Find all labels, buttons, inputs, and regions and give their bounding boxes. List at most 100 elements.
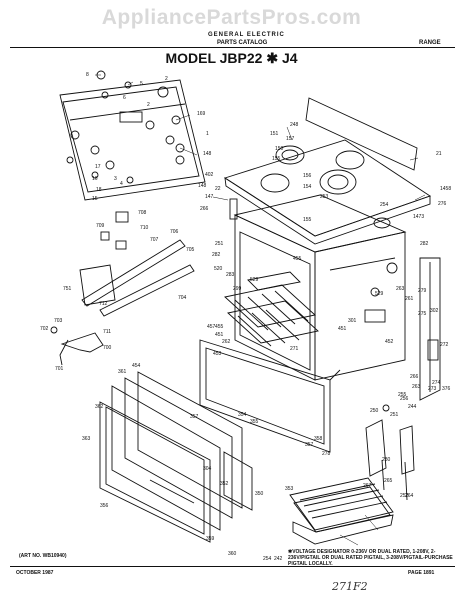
part-number-label: 359 [206, 536, 215, 542]
part-number-label: 254 [263, 556, 272, 562]
part-number-label: 264 [405, 493, 414, 499]
part-number-label: 363 [82, 436, 91, 442]
part-number-label: 250 [370, 408, 379, 414]
cooktop [223, 97, 432, 245]
part-number-label: 454 [132, 363, 141, 369]
part-number-label: 705 [186, 247, 195, 253]
part-number-label: 16 [92, 176, 98, 182]
part-number-label: 248 [290, 122, 299, 128]
part-number-label: 350 [255, 491, 264, 497]
part-number-label: 17 [95, 164, 101, 170]
part-number-label: 529 [375, 291, 384, 297]
part-number-label: 700 [103, 345, 112, 351]
voltage-footnote: ✱VOLTAGE DESIGNATOR 0-236V OR DUAL RATED… [288, 549, 453, 567]
part-number-label: 3 [114, 176, 117, 182]
part-number-label: 356 [100, 503, 109, 509]
part-number-label: 1 [206, 131, 209, 137]
part-number-label: 702 [40, 326, 49, 332]
brand-name: GENERAL ELECTRIC [208, 32, 285, 38]
door-hinges [365, 404, 415, 501]
part-number-label: 360 [228, 551, 237, 557]
part-number-label: 455 [293, 256, 302, 262]
part-number-label: 254 [380, 202, 389, 208]
oven-body [233, 194, 407, 381]
part-number-label: 304 [203, 466, 212, 472]
leader-lines [95, 74, 426, 546]
part-number-label: 701 [55, 366, 64, 372]
part-number-label: 282 [212, 252, 221, 258]
part-number-label: 5 [140, 81, 143, 87]
part-number-label: 361 [118, 369, 127, 375]
part-number-label: 151 [270, 131, 279, 137]
part-number-label: 283 [226, 272, 235, 278]
part-number-label: 358 [314, 436, 323, 442]
part-number-label: 6 [123, 95, 126, 101]
part-number-label: 352 [220, 481, 229, 487]
part-number-label: 18 [96, 187, 102, 193]
part-number-label: 529 [250, 277, 259, 283]
part-number-label: 708 [138, 210, 147, 216]
part-number-label: 265 [384, 478, 393, 484]
part-number-label: 148 [198, 183, 207, 189]
part-number-label: 148 [203, 151, 212, 157]
part-number-label: 21 [436, 151, 442, 157]
part-number-label: 275 [418, 311, 427, 317]
part-number-label: 266 [410, 374, 419, 380]
part-number-label: 452 [385, 339, 394, 345]
side-panel [419, 257, 441, 401]
footer-rule [10, 566, 455, 567]
control-panel [59, 79, 206, 201]
watermark: AppliancePartsPros.com [101, 6, 362, 29]
part-number-label: 253 [320, 194, 329, 200]
part-number-label: 1458 [440, 186, 451, 192]
part-number-label: 252 [400, 493, 409, 499]
part-number-label: 278 [322, 451, 331, 457]
part-number-label: 710 [140, 225, 149, 231]
part-number-label: 2 [165, 76, 168, 82]
part-number-label: 704 [178, 295, 187, 301]
part-number-label: 242 [274, 556, 283, 562]
part-number-label: 712 [99, 301, 108, 307]
left-small-parts [50, 211, 195, 366]
part-number-label: 263 [412, 384, 421, 390]
header-rule [10, 47, 455, 48]
part-number-label: 279 [418, 288, 427, 294]
part-number-label: 355 [250, 419, 259, 425]
part-number-label: 4 [120, 181, 123, 187]
model-title: MODEL JBP22 ✱ J4 [165, 50, 298, 66]
part-number-label: 256 [400, 396, 409, 402]
part-number-label: 402 [205, 172, 214, 178]
part-number-label: 706 [170, 229, 179, 235]
part-number-label: 8 [86, 72, 89, 78]
part-number-label: 155 [303, 217, 312, 223]
knobs [96, 70, 185, 153]
part-number-label: 22 [215, 186, 221, 192]
part-number-label: 263 [396, 286, 405, 292]
part-number-label: 280 [382, 457, 391, 463]
part-number-label: 273 [428, 386, 437, 392]
part-number-label: 1473 [413, 214, 424, 220]
art-number: (ART NO. WB10940) [19, 553, 67, 559]
part-number-label: 156 [303, 173, 312, 179]
part-number-label: 251 [390, 412, 399, 418]
part-number-label: 274 [432, 380, 441, 386]
part-number-label: 709 [96, 223, 105, 229]
part-number-label: 457 [207, 324, 216, 330]
part-number-label: 707 [150, 237, 159, 243]
category-label: RANGE [419, 40, 441, 46]
part-number-label: 455 [215, 324, 224, 330]
part-number-label: 362 [95, 404, 104, 410]
part-number-label: 302 [430, 308, 439, 314]
part-number-label: 155 [272, 156, 281, 162]
part-number-label: 711 [103, 329, 111, 335]
part-number-label: 2 [147, 102, 150, 108]
part-number-label: 376 [442, 386, 451, 392]
part-number-label: 272 [440, 342, 449, 348]
part-number-label: 15 [92, 196, 98, 202]
part-number-label: 157 [286, 136, 295, 142]
part-number-label: 147 [205, 194, 214, 200]
handwritten-note: 271F2 [332, 580, 368, 593]
part-number-label: 357 [190, 414, 199, 420]
